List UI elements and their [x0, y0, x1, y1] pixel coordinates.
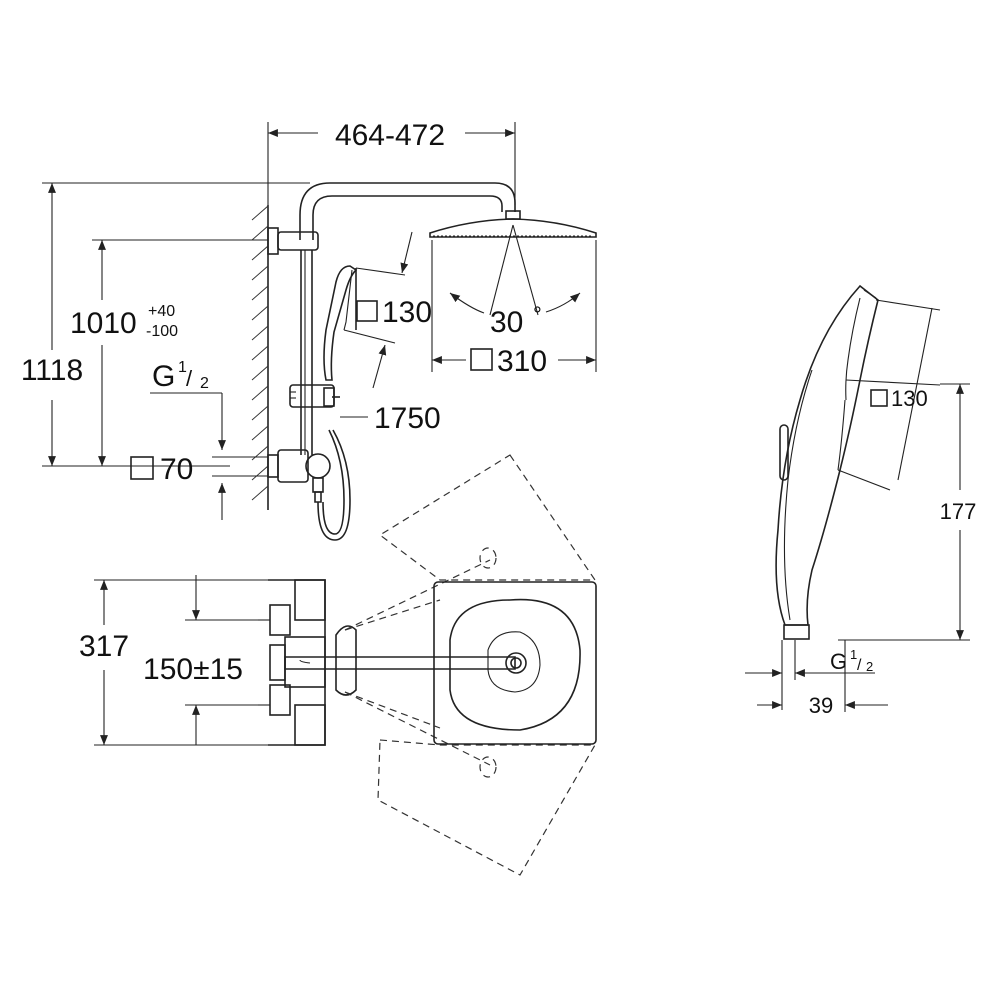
- dim-arm-height: 1010 +40 -100: [70, 239, 268, 466]
- body-square-label: 70: [160, 453, 193, 486]
- width-top-label: 464-472: [335, 119, 445, 152]
- dim-inlet: G 1 / 2 70: [130, 359, 268, 520]
- thread-num: 1: [178, 359, 187, 376]
- dim-hose: 1750: [340, 402, 441, 435]
- hand-shower-front: [323, 265, 358, 381]
- valve-bottom: [269, 684, 291, 716]
- head-rotation-outline: [344, 454, 597, 876]
- shower-column: [267, 182, 516, 541]
- depth-offset-label: 150±15: [143, 653, 243, 686]
- hand-thread-g: G: [830, 649, 847, 674]
- dim-depth: 317: [79, 579, 268, 746]
- bracket-bottom: [294, 704, 326, 746]
- dim-angle: 30 °: [490, 302, 542, 339]
- hand-height-label: 177: [940, 499, 977, 524]
- front-view: 464-472 1118 1010 +40 -100 G 1 / 2: [21, 119, 597, 541]
- square-symbol-icon: [470, 348, 493, 371]
- head-shower: [429, 210, 597, 316]
- bracket-top: [294, 579, 326, 621]
- thread-den: 2: [200, 375, 209, 392]
- dim-total-height: 1118: [21, 182, 310, 467]
- dim-hand-square: 130: [343, 231, 432, 389]
- total-height-label: 1118: [21, 354, 83, 387]
- valve-center: [269, 644, 286, 681]
- hose-length-label: 1750: [374, 402, 441, 435]
- angle-unit: °: [533, 302, 542, 327]
- square-symbol-icon: [356, 300, 378, 322]
- valve-top: [269, 604, 291, 636]
- top-view: 317 150±15: [79, 454, 597, 876]
- dim-head-square: 310: [431, 240, 597, 378]
- hand-diameter-label: 39: [809, 693, 833, 718]
- dim-depth-offset: 150±15: [143, 575, 270, 745]
- thread-slash: /: [186, 366, 193, 391]
- arm-height-label: 1010: [70, 307, 137, 340]
- hand-square-label: 130: [382, 296, 432, 329]
- hand-thread-den: 2: [866, 659, 873, 674]
- angle-label: 30: [490, 306, 523, 339]
- hand-shower-side: 177 130 G 1 / 2 39: [745, 284, 977, 718]
- head-square-label: 310: [497, 345, 547, 378]
- thread-g: G: [152, 360, 175, 393]
- square-symbol-icon: [870, 389, 888, 407]
- arm-tol-minus: -100: [146, 323, 178, 340]
- hand-thread-num: 1: [850, 647, 857, 662]
- head-top-square: [433, 581, 597, 745]
- square-symbol-icon: [130, 456, 154, 480]
- depth-label: 317: [79, 630, 129, 663]
- wall-hatch: [251, 205, 269, 510]
- dim-width-top: 464-472: [267, 119, 516, 205]
- arm-tol-plus: +40: [148, 303, 175, 320]
- hand-side-square-label: 130: [891, 386, 928, 411]
- hand-thread: [783, 624, 810, 640]
- hand-thread-slash: /: [857, 657, 862, 674]
